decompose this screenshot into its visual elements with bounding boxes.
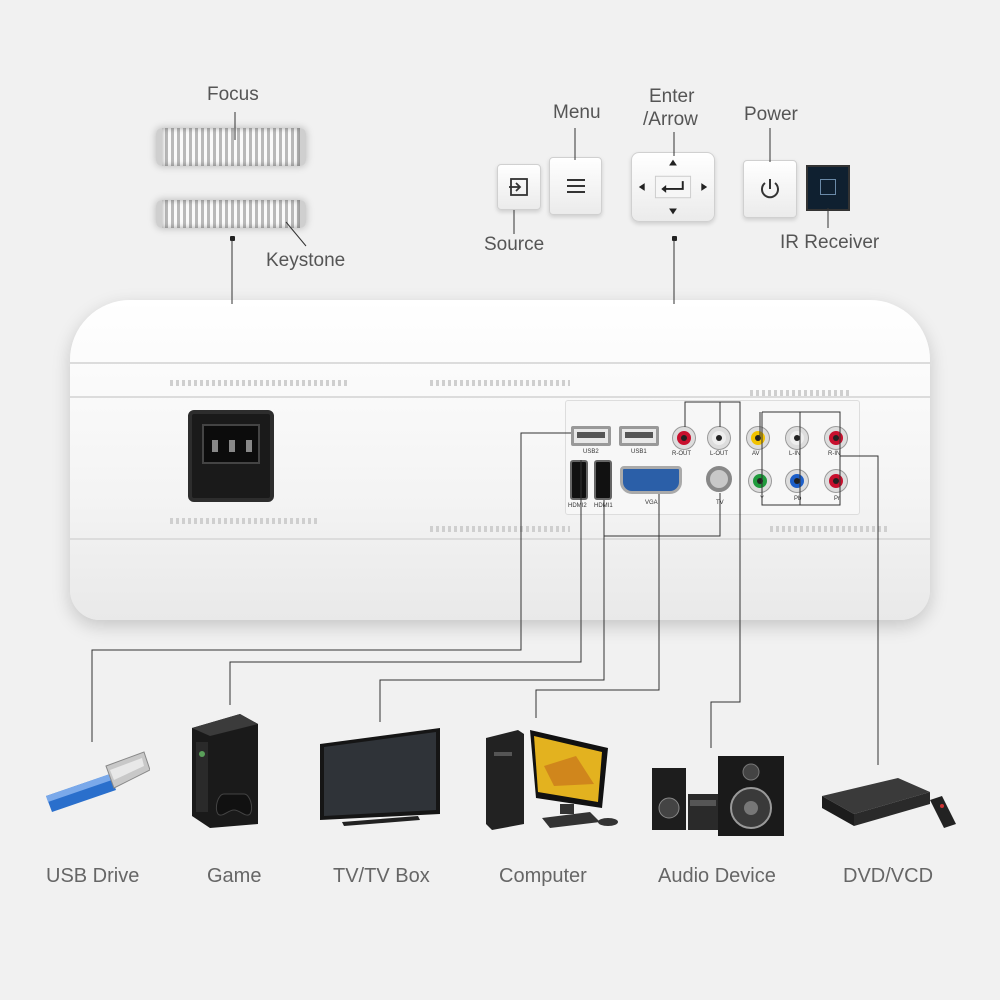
dvd-player-icon [822,778,956,828]
device-label-game: Game [207,865,262,887]
port-panel [565,400,860,515]
source-label: Source [484,234,545,255]
hdmi1-port[interactable] [594,460,612,500]
vent-top-right [750,390,850,396]
computer-icon [486,730,618,830]
body-groove-top [70,362,930,364]
focus-label: Focus [207,84,259,105]
pr-port[interactable] [825,470,847,492]
body-groove-lower [70,538,930,540]
l-in-label: L-IN [789,451,801,457]
hdmi2-label: HDMI2 [568,503,587,509]
usb1-port[interactable] [619,426,659,446]
keystone-label: Keystone [266,250,346,271]
source-button[interactable] [497,164,541,210]
y-port[interactable] [749,470,771,492]
enter-label: Enter [649,86,695,107]
device-label-audio: Audio Device [658,865,776,887]
menu-label: Menu [553,102,601,123]
r-in-port[interactable] [825,427,847,449]
power-button[interactable] [743,160,797,218]
tv-port[interactable] [706,466,732,492]
power-pin-right [246,440,252,452]
game-console-icon [192,714,258,828]
av-port[interactable] [747,427,769,449]
power-socket[interactable] [188,410,274,502]
device-label-dvd: DVD/VCD [843,865,934,887]
power-icon [761,179,779,199]
power-label: Power [744,104,798,125]
enter-arrow-pad[interactable] [631,152,715,222]
source-icon [509,178,528,196]
hdmi1-label: HDMI1 [594,503,613,509]
vent-top-left [170,380,350,386]
av-label: AV [752,451,760,457]
power-socket-inset [202,424,260,464]
buttons-anchor-dot [672,236,677,241]
arrow-label: /Arrow [643,109,698,130]
vent-top-mid [430,380,570,386]
menu-button[interactable] [549,157,602,215]
l-in-port[interactable] [786,427,808,449]
ir-receiver-icon [820,179,836,195]
usb2-label: USB2 [583,449,599,455]
keystone-wheel[interactable] [156,200,306,228]
device-label-usb-drive: USB Drive [46,865,140,887]
vent-bottom-right [770,526,890,532]
vga-label: VGA [645,500,658,506]
power-pin-left [212,440,218,452]
focus-keystone-anchor-dot [230,236,235,241]
usb-drive-icon [46,751,150,812]
l-out-port[interactable] [708,427,730,449]
usb1-label: USB1 [631,449,647,455]
pb-port[interactable] [786,470,808,492]
l-out-label: L-OUT [710,451,728,457]
usb2-port[interactable] [571,426,611,446]
vent-bottom-left [170,518,320,524]
device-label-tv: TV/TV Box [333,865,430,887]
pr-label: Pr [834,496,840,502]
r-in-label: R-IN [828,451,841,457]
vent-bottom-mid [430,526,570,532]
tv-icon [320,728,440,826]
menu-icon [566,179,585,193]
ir-receiver-label: IR Receiver [780,232,880,253]
hdmi2-port[interactable] [570,460,588,500]
enter-arrow-icon [638,159,708,215]
speaker-icon [652,756,784,836]
r-out-port[interactable] [673,427,695,449]
pb-label: Pb [794,496,802,502]
r-out-label: R-OUT [672,451,691,457]
body-groove-upper [70,396,930,398]
vga-port[interactable] [620,466,682,494]
device-label-computer: Computer [499,865,587,887]
power-pin-center [229,440,235,452]
focus-wheel[interactable] [156,128,306,166]
